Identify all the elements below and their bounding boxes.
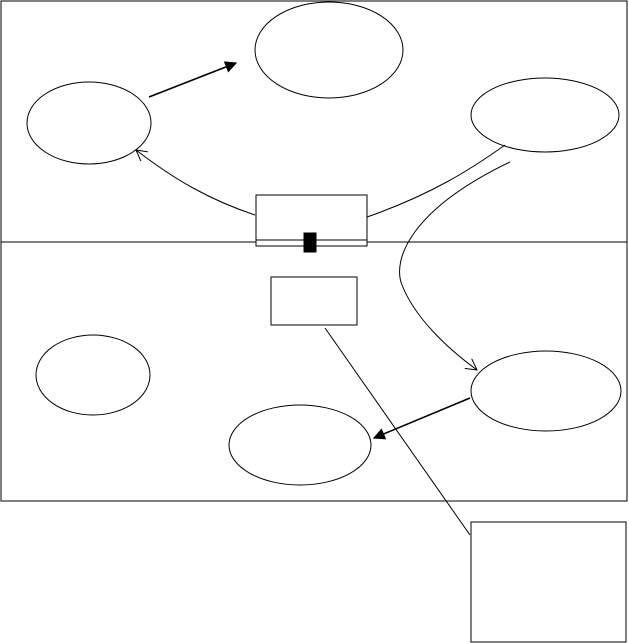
curve-upper-box-to-left-ellipse bbox=[136, 150, 256, 216]
ellipse-left bbox=[26, 81, 152, 165]
arrow-lower-right-to-bottom-center bbox=[372, 397, 471, 440]
box-bottom-right bbox=[470, 521, 627, 643]
ellipse-bottom-center bbox=[228, 404, 372, 486]
arrow-left-to-top-center bbox=[148, 61, 238, 98]
line-lower-box-to-bottom-right-box bbox=[324, 327, 471, 536]
ellipse-lower-left bbox=[35, 334, 151, 416]
divider-knob bbox=[303, 232, 317, 253]
ellipse-right bbox=[470, 77, 620, 153]
curve-upper-box-to-right-ellipse bbox=[366, 144, 506, 218]
box-center-lower bbox=[270, 276, 358, 326]
curve-right-ellipse-to-lower-right-ellipse bbox=[399, 161, 511, 370]
ellipse-lower-right bbox=[470, 350, 622, 432]
ellipse-top-center bbox=[254, 1, 404, 99]
outer-frame bbox=[0, 0, 628, 502]
